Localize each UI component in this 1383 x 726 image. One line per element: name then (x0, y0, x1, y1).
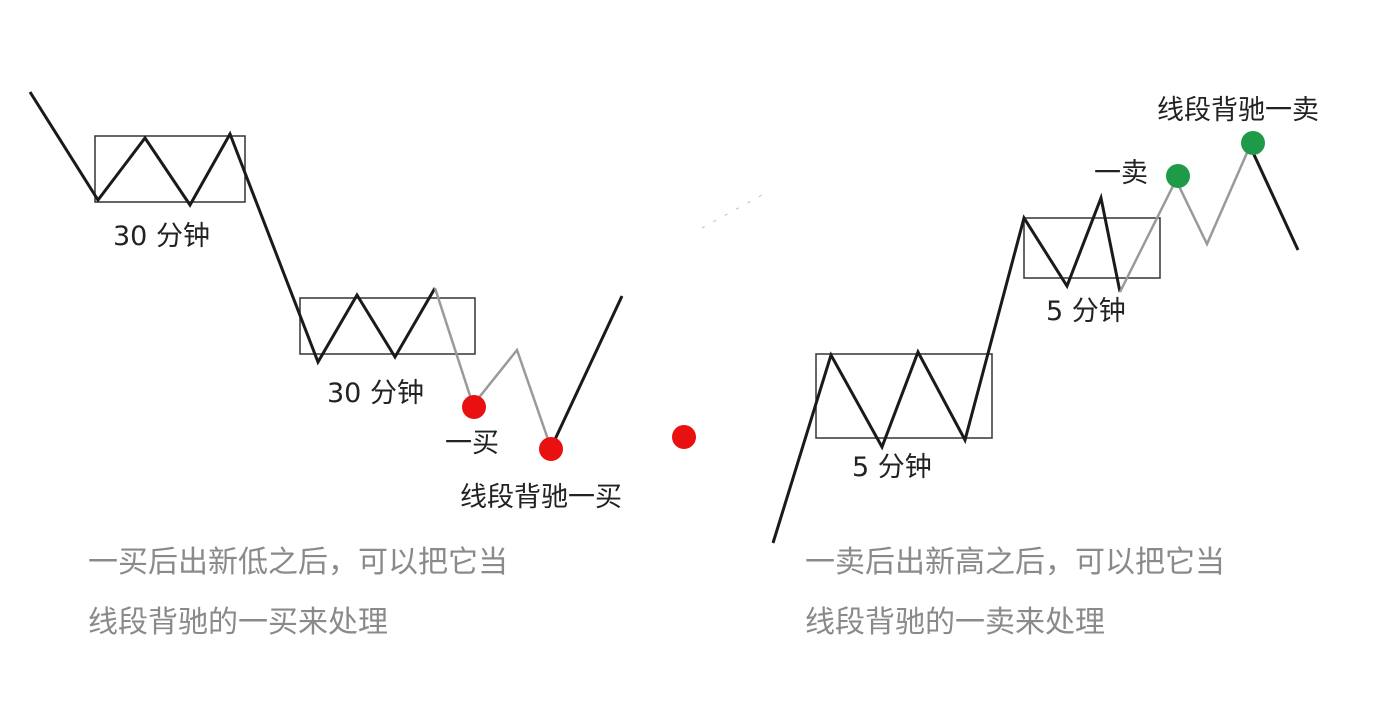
right-caption-line1: 一卖后出新高之后，可以把它当 (805, 545, 1225, 580)
left-price-path (28, 91, 437, 366)
left-segment-divergence-buy-point (539, 437, 563, 461)
left-buy1-point (462, 395, 486, 419)
right-segment-divergence-label: 线段背驰一卖 (1157, 95, 1319, 126)
right-sell1-label: 一卖 (1094, 158, 1148, 189)
right-segment-divergence-sell-point (1241, 131, 1265, 155)
left-caption-line2: 线段背驰的一买来处理 (88, 605, 388, 640)
right-pivot-box-5min-lower (815, 353, 993, 439)
right-caption-line2: 线段背驰的一卖来处理 (805, 605, 1105, 640)
left-buy1-label: 一买 (445, 428, 499, 459)
right-price-path-continuation (1118, 145, 1252, 293)
right-box1-label: 5 分钟 (852, 452, 932, 483)
right-box2-label: 5 分钟 (1046, 296, 1126, 327)
left-price-path-continuation (433, 287, 553, 449)
right-price-decline (1248, 145, 1300, 251)
left-caption-line1: 一买后出新低之后，可以把它当 (88, 545, 508, 580)
left-panel: 30 分钟 30 分钟 一买 线段背驰一买 一买后出新低之后，可以把它当 线段背… (28, 91, 696, 640)
left-segment-divergence-label: 线段背驰一买 (460, 482, 622, 513)
right-sell1-point (1166, 164, 1190, 188)
left-legend-buy-dot (672, 425, 696, 449)
left-pivot-box-30min-lower (299, 297, 476, 355)
speck-1 (701, 194, 763, 229)
right-panel: 5 分钟 5 分钟 一卖 线段背驰一卖 一卖后出新高之后，可以把它当 线段背驰的… (771, 95, 1319, 640)
left-box1-label: 30 分钟 (113, 221, 210, 252)
left-box2-label: 30 分钟 (327, 378, 424, 409)
right-price-path (771, 192, 1122, 544)
left-price-rally (549, 295, 624, 449)
